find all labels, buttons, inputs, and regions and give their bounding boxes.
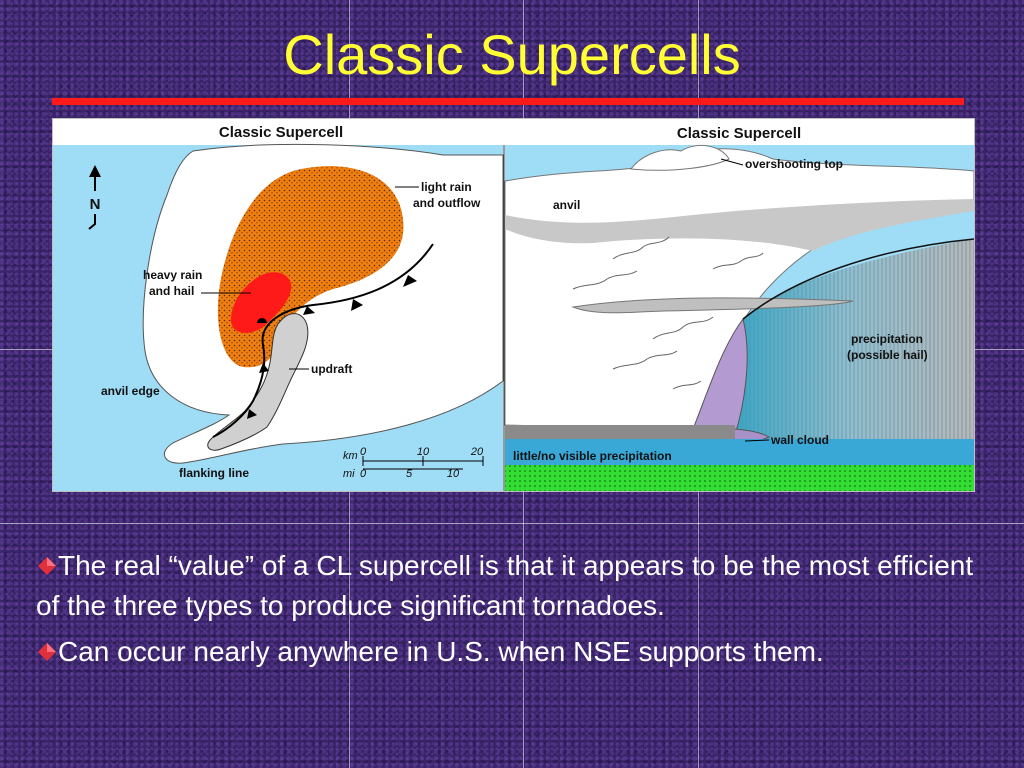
precipitation-streaks bbox=[723, 239, 974, 465]
supercell-diagram-svg: Classic Supercell N bbox=[53, 119, 974, 491]
side-view-panel: Classic Supercell bbox=[504, 119, 974, 491]
front-marker-4 bbox=[257, 318, 267, 323]
front-marker-2 bbox=[351, 299, 363, 311]
heavy-rain-hail-area bbox=[230, 272, 292, 333]
bullet-text-1: The real “value” of a CL supercell is th… bbox=[36, 550, 974, 621]
front-marker-3 bbox=[303, 306, 315, 315]
supercell-diagram: Classic Supercell N bbox=[52, 118, 975, 492]
inflow-line bbox=[742, 238, 974, 320]
updraft-label: updraft bbox=[311, 362, 352, 376]
overshooting-top-leader bbox=[720, 158, 744, 166]
grid-line-h2 bbox=[0, 523, 1024, 524]
scale-km-tick-1: 10 bbox=[417, 446, 430, 458]
side-view-header bbox=[505, 119, 974, 145]
scale-km-tick-0: 0 bbox=[360, 446, 367, 458]
plan-view-title: Classic Supercell bbox=[219, 124, 343, 141]
scale-mi-tick-2: 10 bbox=[447, 468, 460, 480]
little-precip-label: little/no visible precipitation bbox=[513, 449, 672, 463]
precipitation-label: precipitation bbox=[851, 332, 923, 346]
low-level-band bbox=[505, 439, 974, 465]
plan-view-panel: Classic Supercell N bbox=[53, 119, 504, 491]
front-marker-5 bbox=[259, 363, 269, 373]
plan-view-header bbox=[53, 119, 503, 145]
scale-km-tick-2: 20 bbox=[470, 446, 484, 458]
light-rain-label: light rain bbox=[421, 180, 472, 194]
north-arrow-icon: N bbox=[88, 165, 101, 230]
north-label: N bbox=[90, 196, 101, 213]
anvil-label: anvil bbox=[553, 198, 580, 212]
scale-mi-label: mi bbox=[343, 468, 355, 480]
overshooting-top-label: overshooting top bbox=[745, 157, 843, 171]
heavy-rain-label: heavy rain bbox=[143, 268, 202, 282]
outflow-label: and outflow bbox=[413, 196, 481, 210]
bullet-text-2: Can occur nearly anywhere in U.S. when N… bbox=[58, 636, 824, 667]
wall-cloud-leader bbox=[744, 439, 770, 442]
hail-label: and hail bbox=[149, 284, 194, 298]
cloud-texture bbox=[572, 236, 764, 390]
gust-front-line bbox=[212, 243, 434, 438]
title-underline bbox=[52, 98, 964, 105]
scale-km-label: km bbox=[343, 450, 358, 462]
cloud-base bbox=[505, 425, 735, 439]
anvil-shadow bbox=[505, 199, 974, 251]
side-view-title: Classic Supercell bbox=[677, 125, 801, 142]
possible-hail-label: (possible hail) bbox=[847, 348, 928, 362]
slide-title: Classic Supercells bbox=[283, 23, 741, 86]
scale-bar: km mi 0 10 20 0 5 10 bbox=[343, 446, 484, 480]
scale-mi-tick-0: 0 bbox=[360, 468, 367, 480]
overshooting-top bbox=[630, 144, 730, 171]
front-marker-6 bbox=[247, 409, 257, 419]
anvil-edge-label: anvil edge bbox=[101, 384, 160, 398]
updraft-area bbox=[207, 313, 309, 451]
wall-cloud-label: wall cloud bbox=[770, 433, 829, 447]
bullet-list: The real “value” of a CL supercell is th… bbox=[36, 546, 986, 678]
front-marker-1 bbox=[403, 275, 417, 287]
ground bbox=[505, 465, 974, 491]
scale-mi-tick-1: 5 bbox=[406, 468, 413, 480]
bullet-item-1: The real “value” of a CL supercell is th… bbox=[36, 546, 986, 626]
flanking-line-label: flanking line bbox=[179, 466, 249, 480]
diamond-bullet-icon bbox=[38, 557, 56, 575]
diamond-bullet-icon bbox=[38, 643, 56, 661]
bullet-item-2: Can occur nearly anywhere in U.S. when N… bbox=[36, 632, 986, 672]
mid-shelf bbox=[571, 297, 854, 314]
